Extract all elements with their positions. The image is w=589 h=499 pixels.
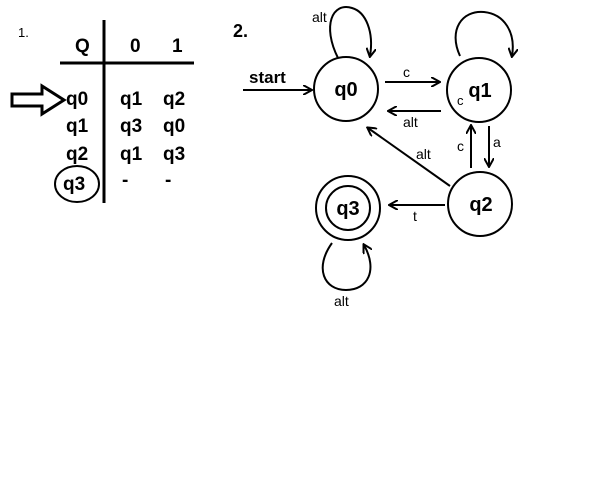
state-q0-circle — [313, 56, 379, 122]
edge-q1-to-q2-label: a — [493, 134, 501, 150]
table-cell-on-0: q1 — [120, 89, 143, 110]
table-cell-state: q1 — [66, 116, 89, 137]
edge-q2-to-q3-label: t — [413, 208, 417, 224]
table-cell-on-1: - — [165, 170, 171, 191]
table-cell-state: q3 — [63, 174, 85, 195]
edge-q1-to-q0-label: alt — [403, 114, 418, 130]
edge-q3-self-loop — [321, 243, 371, 292]
state-q3-label: q3 — [336, 198, 359, 220]
table-cell-on-1: q2 — [163, 89, 185, 110]
edge-q1-self-loop — [454, 10, 513, 56]
table-cell-on-0: q3 — [120, 116, 142, 137]
state-q0-label: q0 — [334, 79, 357, 101]
table-row: q3 - - — [63, 170, 171, 195]
edge-q1-inner-label: c — [457, 93, 464, 108]
table-header-input-1: 1 — [172, 36, 183, 57]
state-q2-circle — [447, 171, 513, 237]
state-q2-label: q2 — [469, 194, 492, 216]
edge-q2-to-q1-label: c — [457, 138, 464, 154]
start-state-arrow-icon — [10, 83, 67, 117]
accepting-state-circle — [54, 165, 100, 203]
figure-2-number: 2. — [233, 21, 248, 41]
edge-q2-to-q0-label: alt — [416, 146, 431, 162]
table-cell-on-0: - — [122, 170, 128, 191]
state-q1-label: q1 — [468, 80, 491, 102]
table-row: q0 q1 q2 — [66, 89, 185, 110]
table-header-input-0: 0 — [130, 36, 141, 57]
table-cell-on-1: q3 — [163, 144, 185, 165]
table-header-state: Q — [75, 36, 90, 57]
state-q1-circle — [446, 57, 512, 123]
edge-q0-loop-label: alt — [312, 9, 327, 25]
state-q3-outer-circle — [315, 175, 381, 241]
edge-q2-to-q0 — [368, 128, 451, 187]
table-cell-state: q2 — [66, 144, 88, 165]
table-row: q2 q1 q3 — [66, 144, 185, 165]
edge-q0-self-loop — [329, 6, 371, 58]
table-cell-state: q0 — [66, 89, 88, 110]
edge-q0-to-q1-label: c — [403, 64, 410, 80]
table-cell-on-0: q1 — [120, 144, 143, 165]
start-label: start — [249, 68, 286, 87]
edge-q3-loop-label: alt — [334, 293, 349, 309]
figure-1-number: 1. — [18, 25, 29, 40]
state-q3-inner-circle — [325, 185, 371, 231]
table-cell-on-1: q0 — [163, 116, 185, 137]
table-row: q1 q3 q0 — [66, 116, 185, 137]
